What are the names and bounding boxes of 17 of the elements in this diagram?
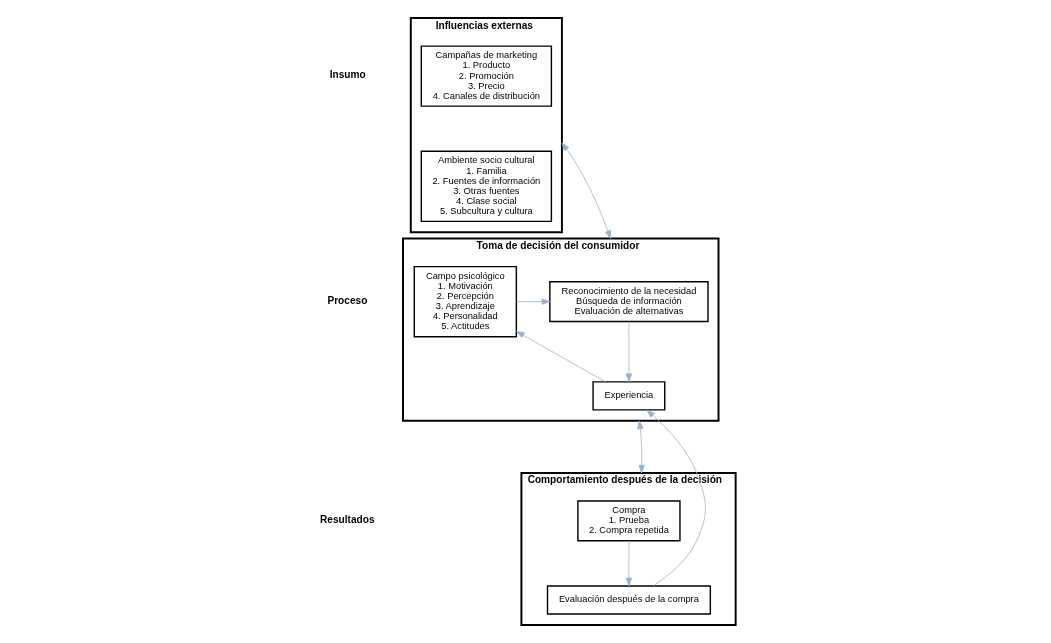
arrow xyxy=(625,540,633,587)
node-box: Campañas de marketing 1. Producto 2. Promoción 3. Precio 4. Canales de distribución xyxy=(420,45,553,107)
label: Proceso xyxy=(327,294,368,306)
label: Insumo xyxy=(329,68,366,80)
arrow xyxy=(561,142,611,239)
arrow xyxy=(646,409,706,587)
label: Resultados xyxy=(320,513,375,525)
node-box: Experiencia xyxy=(592,381,666,411)
arrow xyxy=(625,321,633,383)
node-box: Compra 1. Prueba 2. Compra repetida xyxy=(577,500,681,542)
arrow xyxy=(637,420,645,474)
node-box: Ambiente socio cultural 1. Familia 2. Fuentes de información 3. Otras fuentes 4. Clase social 5. Subcultura y cultura xyxy=(420,150,553,223)
arrow xyxy=(516,330,606,383)
node-box: Evaluación después de la compra xyxy=(546,585,712,615)
node-box: Reconocimiento de la necesidad Búsqueda de información Evaluación de alternativas xyxy=(549,281,709,323)
node-box: Campo psicológico 1. Motivación 2. Percepción 3. Aprendizaje 4. Personalidad 5. Actitudes xyxy=(413,265,518,338)
arrow xyxy=(516,298,551,305)
